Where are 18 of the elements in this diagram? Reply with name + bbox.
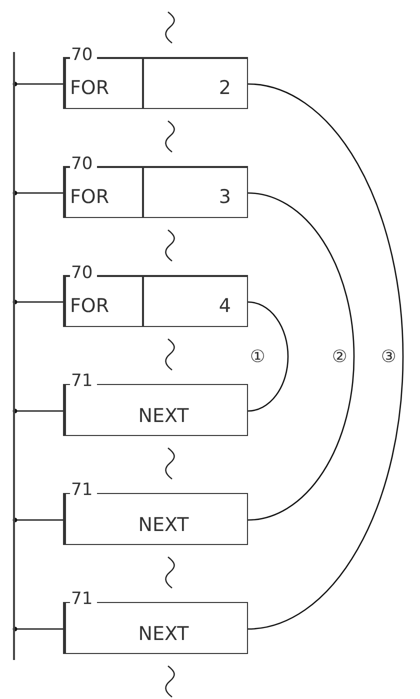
rung-line [12, 626, 63, 632]
operand-value: 4 [142, 277, 247, 326]
instruction-name: FOR [70, 77, 110, 99]
nesting-arc [248, 192, 354, 521]
operand-value: 3 [142, 168, 247, 217]
instruction-name: FOR [70, 186, 110, 208]
instruction-name: NEXT [137, 623, 190, 645]
rung-line [12, 82, 63, 86]
operand-value: 2 [142, 59, 247, 108]
rung-line [12, 518, 63, 522]
instruction-name: NEXT [137, 405, 190, 427]
rung-line [12, 190, 63, 196]
rung-line [12, 408, 63, 414]
instruction-name: NEXT [137, 514, 190, 536]
rung-line [12, 300, 63, 304]
nesting-arc [248, 83, 404, 630]
nesting-arc [248, 301, 289, 412]
instruction-name: FOR [70, 295, 110, 317]
